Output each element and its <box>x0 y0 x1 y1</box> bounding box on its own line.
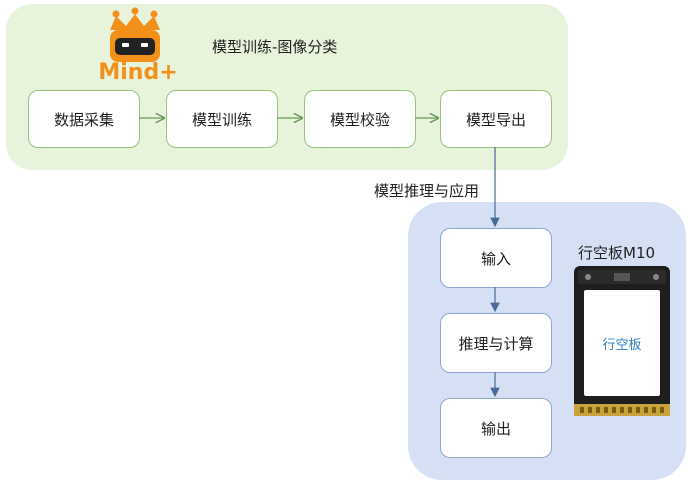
step-input: 输入 <box>440 228 552 288</box>
training-title: 模型训练-图像分类 <box>212 38 338 56</box>
device-title: 行空板M10 <box>578 244 656 262</box>
step-model-training: 模型训练 <box>166 90 278 148</box>
step-model-validation: 模型校验 <box>304 90 416 148</box>
step-output: 输出 <box>440 398 552 458</box>
step-data-collection: 数据采集 <box>28 90 140 148</box>
device-screen-label: 行空板 <box>584 290 660 396</box>
step-model-export: 模型导出 <box>440 90 552 148</box>
mindplus-logo-icon <box>110 7 160 62</box>
inference-title: 模型推理与应用 <box>374 182 480 200</box>
mindplus-logo-text: Mind+ <box>98 60 178 85</box>
step-inference-compute: 推理与计算 <box>440 313 552 373</box>
